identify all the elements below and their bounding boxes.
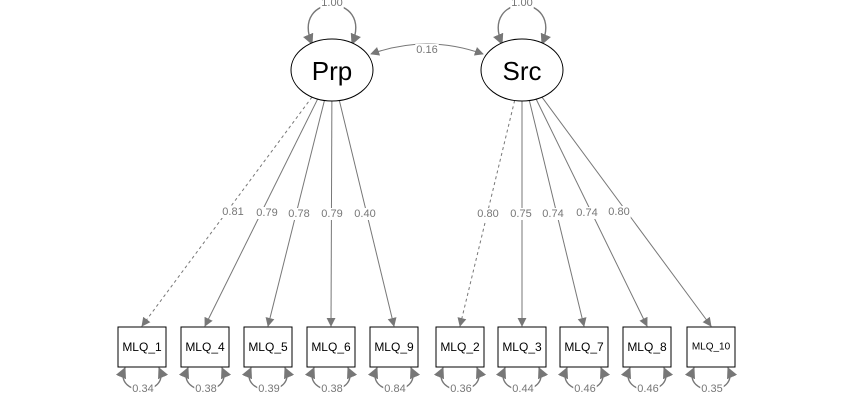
indicator-label-mlq3: MLQ_3 [502,340,542,354]
indicator-label-mlq4: MLQ_4 [185,340,225,354]
residual-label-mlq5: 0.39 [258,383,279,395]
latent-node-src [480,38,564,102]
variance-label-src: 1.00 [511,0,532,9]
loading-label-mlq7: 0.74 [542,208,563,220]
indicator-label-mlq8: MLQ_8 [627,340,667,354]
loading-label-mlq3: 0.75 [510,208,531,220]
latent-label-src: Src [503,56,542,86]
residual-label-mlq6: 0.38 [321,383,342,395]
residual-label-mlq8: 0.46 [637,383,658,395]
loading-label-mlq8: 0.74 [576,207,597,219]
indicator-label-mlq2: MLQ_2 [440,340,480,354]
indicator-box-mlq4 [180,326,230,368]
residual-label-mlq7: 0.46 [574,383,595,395]
indicator-label-mlq9: MLQ_9 [374,340,414,354]
indicator-box-mlq7 [559,326,609,368]
loading-label-mlq6: 0.79 [321,208,342,220]
indicator-box-mlq9 [369,326,419,368]
indicator-box-mlq10 [686,326,736,368]
loading-label-mlq5: 0.78 [288,208,309,220]
indicator-box-mlq1 [117,326,167,368]
covariance-label: 0.16 [416,44,437,56]
indicator-label-mlq6: MLQ_6 [311,340,351,354]
variance-loop-prp [303,4,361,46]
indicator-label-mlq5: MLQ_5 [248,340,288,354]
latent-node-prp [290,38,374,102]
indicator-box-mlq2 [435,326,485,368]
residual-label-mlq4: 0.38 [195,383,216,395]
indicator-box-mlq8 [622,326,672,368]
indicator-label-mlq1: MLQ_1 [122,340,162,354]
residual-label-mlq9: 0.84 [384,383,405,395]
loading-label-mlq2: 0.80 [477,208,498,220]
variance-loop-src [493,4,551,46]
residual-label-mlq1: 0.34 [132,383,153,395]
loading-label-mlq10: 0.80 [608,206,629,218]
latent-label-prp: Prp [312,56,352,86]
variance-label-prp: 1.00 [321,0,342,9]
residual-label-mlq2: 0.36 [450,383,471,395]
indicator-label-mlq10: MLQ_10 [692,342,731,353]
indicator-box-mlq3 [497,326,547,368]
residual-label-mlq3: 0.44 [512,383,533,395]
indicator-box-mlq5 [243,326,293,368]
loading-label-mlq4: 0.79 [256,207,277,219]
loading-label-mlq9: 0.40 [354,208,375,220]
loading-label-mlq1: 0.81 [222,206,243,218]
indicator-label-mlq7: MLQ_7 [564,340,604,354]
indicator-box-mlq6 [306,326,356,368]
residual-label-mlq10: 0.35 [701,383,722,395]
